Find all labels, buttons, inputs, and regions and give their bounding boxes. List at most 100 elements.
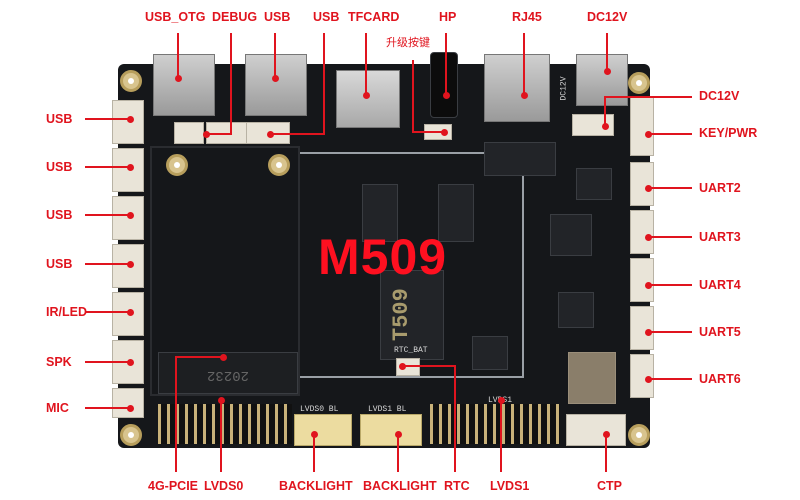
leader-line — [175, 356, 223, 358]
leader-line — [648, 331, 692, 333]
leader-dot — [645, 185, 652, 192]
mounting-hole-inner-right — [268, 154, 290, 176]
mounting-hole-top-right — [628, 72, 650, 94]
rj45-port — [484, 54, 550, 122]
mounting-hole-bottom-left — [120, 424, 142, 446]
label-mic: MIC — [46, 401, 69, 415]
right-connector-2 — [630, 162, 654, 206]
leader-line — [412, 131, 444, 133]
leader-dot — [127, 164, 134, 171]
label-spk: SPK — [46, 355, 72, 369]
label-backlight-1: BACKLIGHT — [363, 479, 437, 493]
ctp-connector — [566, 414, 626, 446]
label-usb-left-1: USB — [46, 112, 73, 126]
leader-line — [220, 400, 222, 472]
leader-line — [648, 236, 692, 238]
dc12v-connector — [572, 114, 614, 136]
leader-dot — [127, 212, 134, 219]
left-connector-3 — [112, 196, 144, 240]
leader-dot — [645, 376, 652, 383]
soc-chip: T509 — [380, 270, 444, 360]
leader-line — [85, 361, 130, 363]
label-debug: DEBUG — [212, 10, 258, 24]
board-title: M509 — [318, 229, 448, 285]
label-key-pwr: KEY/PWR — [699, 126, 758, 140]
usb-otg-port — [153, 54, 215, 116]
label-4g-pcie: 4G-PCIE — [148, 479, 199, 493]
wifi-module — [568, 352, 616, 404]
leader-line — [604, 96, 606, 126]
usb-port-top — [245, 54, 307, 116]
label-uart6: UART6 — [699, 372, 741, 386]
leader-line — [523, 33, 525, 95]
label-rtc: RTC — [444, 479, 470, 493]
lvds0-pin-header — [158, 404, 292, 444]
label-usb-left-3: USB — [46, 208, 73, 222]
leader-dot — [218, 397, 225, 404]
leader-line — [274, 33, 276, 78]
leader-dot — [363, 92, 370, 99]
leader-line — [85, 118, 130, 120]
leader-line — [445, 33, 447, 95]
label-rj45: RJ45 — [512, 10, 542, 24]
leader-dot — [127, 405, 134, 412]
leader-line — [454, 365, 456, 472]
label-uart4: UART4 — [699, 278, 741, 292]
backlight-connector-0 — [294, 414, 352, 446]
label-dc12v-right: DC12V — [699, 89, 740, 103]
label-usb-left-2: USB — [46, 160, 73, 174]
label-dc12v-top: DC12V — [587, 10, 628, 24]
leader-line — [648, 284, 692, 286]
inductor-2 — [558, 292, 594, 328]
leader-line — [648, 378, 692, 380]
leader-line — [605, 434, 607, 472]
leader-dot — [441, 129, 448, 136]
leader-dot — [399, 363, 406, 370]
mounting-hole-inner-left — [166, 154, 188, 176]
leader-line — [500, 400, 502, 472]
leader-line — [85, 407, 130, 409]
leader-line — [85, 214, 130, 216]
leader-line — [177, 33, 179, 78]
debug-connector — [174, 122, 204, 144]
ram-chip-1 — [362, 184, 398, 242]
leader-dot — [645, 282, 652, 289]
leader-line — [313, 434, 315, 472]
tfcard-slot — [336, 70, 400, 128]
leader-dot — [395, 431, 402, 438]
lvds1-pin-header — [430, 404, 560, 444]
leader-line — [604, 96, 692, 98]
leader-dot — [175, 75, 182, 82]
leader-line — [365, 33, 367, 95]
leader-dot — [220, 354, 227, 361]
silk-rtc-bat: RTC_BAT — [394, 346, 428, 355]
leader-dot — [645, 234, 652, 241]
right-connector-3 — [630, 210, 654, 254]
leader-line — [206, 133, 232, 135]
ram-chip-2 — [438, 184, 474, 242]
leader-dot — [604, 68, 611, 75]
leader-line — [648, 133, 692, 135]
mounting-hole-bottom-right — [628, 424, 650, 446]
label-tfcard: TFCARD — [348, 10, 400, 24]
silk-lvds1-bl: LVDS1 BL — [368, 405, 407, 414]
soc-marking: T509 — [389, 288, 414, 341]
leader-dot — [311, 431, 318, 438]
silk-lvds0-bl: LVDS0 BL — [300, 405, 339, 414]
leader-line — [85, 263, 130, 265]
label-upgrade-key: 升级按键 — [386, 36, 430, 49]
right-connector-6 — [630, 354, 654, 398]
pmic-chip — [550, 214, 592, 256]
left-connector-7 — [112, 388, 144, 418]
leader-dot — [267, 131, 274, 138]
backlight-connector-1 — [360, 414, 422, 446]
inductor-1 — [576, 168, 612, 200]
leader-line — [85, 311, 130, 313]
leader-dot — [127, 261, 134, 268]
label-lvds0: LVDS0 — [204, 479, 244, 493]
right-connector-4 — [630, 258, 654, 302]
label-usb-otg: USB_OTG — [145, 10, 206, 24]
leader-line — [412, 60, 414, 132]
pcie-marking: 20232 — [207, 367, 250, 383]
label-ctp: CTP — [597, 479, 622, 493]
